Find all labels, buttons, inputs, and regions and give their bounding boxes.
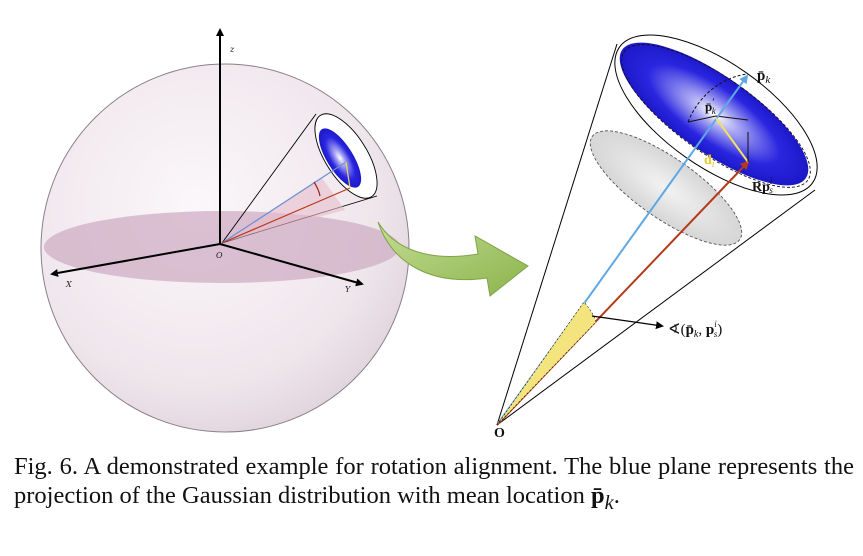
small-cone [221, 113, 378, 244]
label-d-i: di [704, 153, 715, 170]
cone-edge-left [496, 43, 618, 426]
caption-text: Fig. 6. A demonstrated example for rotat… [14, 453, 854, 509]
y-axis [219, 243, 364, 287]
x-axis-label: X [65, 280, 72, 289]
caption-symbol-sub: k [604, 491, 614, 514]
angle-wedge [496, 301, 597, 426]
right-origin-label: O [494, 426, 505, 440]
figure-caption: Fig. 6. A demonstrated example for rotat… [14, 452, 854, 518]
z-axis-label: z [229, 45, 235, 54]
blue-gaussian-plane [619, 42, 809, 186]
equatorial-disk [44, 211, 400, 283]
caption-end: . [613, 482, 620, 509]
left-sphere-figure: z X Y O [40, 28, 410, 433]
transition-arrow [377, 221, 529, 297]
rotation-alignment-figure: z X Y O [40, 28, 818, 440]
angle-pointer [591, 315, 664, 330]
caption-symbol: p̄ [591, 482, 605, 509]
small-blue-ellipse [318, 128, 362, 188]
label-pbar-k-prime: p̄′k [705, 97, 717, 116]
d-vector [715, 117, 749, 163]
small-pink-plane [222, 178, 345, 243]
origin-label: O [216, 251, 223, 260]
label-pbar-k: p̄k [757, 68, 771, 86]
cone-edge-right [496, 189, 816, 426]
x-axis [50, 243, 221, 277]
y-axis-label: Y [345, 285, 351, 294]
